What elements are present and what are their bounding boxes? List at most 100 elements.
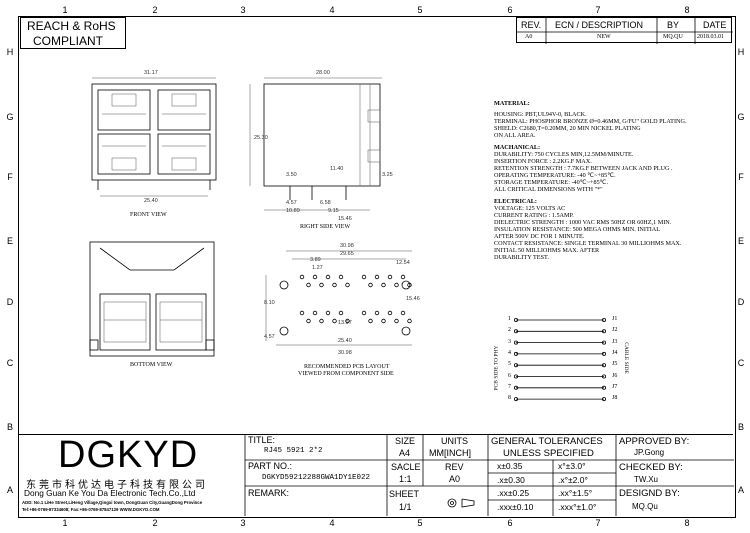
desc-value: NEW (597, 34, 611, 40)
mechanical-line: DURABILITY: 750 CYCLES MIN,12.5MM/MINUTE… (494, 151, 634, 158)
mechanical-line: INSERTION FORCE : 2.2KG.F MAX. (494, 158, 592, 165)
pcb-i-dim: 8.10 (264, 300, 275, 306)
pin-terminal (514, 363, 519, 368)
pcb-hole (338, 274, 344, 280)
side-h-dim: 3.25 (382, 172, 393, 178)
zone-row-label: D (737, 297, 745, 307)
pcb-hole (332, 318, 337, 324)
pin-terminal (602, 374, 607, 379)
tolerance-value: .xx±0.25 (497, 488, 530, 498)
side-b-dim: 4.57 (286, 200, 297, 206)
pcb-h-dim: 4.57 (264, 334, 275, 340)
compliance-line2: COMPLIANT (33, 34, 104, 48)
pin-terminal (514, 374, 519, 379)
pcb-hole (325, 310, 331, 316)
zone-row-label: A (737, 485, 744, 495)
zone-row-label: A (6, 485, 13, 495)
zone-column-label: 3 (240, 5, 246, 15)
pcb-hole (306, 318, 311, 324)
pin-label: J5 (612, 361, 618, 368)
pcb-hole (381, 282, 386, 288)
zone-column-label: 2 (152, 518, 158, 528)
pcb-hole (306, 282, 311, 288)
zone-row-label: C (737, 358, 745, 368)
zone-row-label: B (6, 422, 13, 432)
zone-column-label: 6 (507, 518, 513, 528)
by-value: MQ.QU (663, 34, 683, 40)
pcb-hole (387, 310, 393, 316)
pcb-hole (387, 274, 393, 280)
material-title: MATERIAL: (494, 100, 530, 107)
zone-column-label: 6 (507, 5, 513, 15)
pin-terminal (602, 397, 607, 402)
tolerance-value: .x°±2.0° (558, 474, 588, 485)
pin-number: 8 (508, 395, 511, 402)
pin-terminal (514, 397, 519, 402)
pcb-caption-line2: VIEWED FROM COMPONENT SIDE (298, 371, 394, 377)
zone-row-label: E (6, 236, 13, 246)
side-g-dim: 3.50 (286, 172, 297, 178)
pcb-hole (338, 310, 344, 316)
pin-number: 4 (508, 349, 511, 356)
date-header: DATE (703, 20, 727, 30)
part-label: PART NO.: (248, 461, 293, 471)
title-value: RJ45 5921 2*2 (264, 447, 323, 455)
side-a-dim: 11.40 (330, 166, 344, 172)
rev-label: REV (445, 462, 464, 472)
zone-column-label: 7 (595, 5, 601, 15)
title-label: TITLE: (248, 435, 276, 445)
pcb-hole (312, 310, 318, 316)
tolerance-value: x±0.35 (497, 461, 523, 471)
pcb-b-dim: 29.65 (340, 251, 354, 257)
tolerance-value: .xxx°±1.0° (558, 501, 597, 512)
pcb-hole (332, 282, 337, 288)
revision-table: REV. ECN / DESCRIPTION BY DATE A0 NEW MQ… (516, 17, 733, 44)
material-line: SHIELD: C2680,T=0.20MM, 20 MIN NICKEL PL… (494, 125, 641, 132)
mechanical-line: OPERATING TEMPERATURE: -40 ℃~+85℃. (494, 172, 616, 179)
zone-column-label: 4 (329, 518, 335, 528)
zone-column-label: 1 (62, 5, 68, 15)
mechanical-line: RETENTION STRENGTH : 7.7KG.F BETWEEN JAC… (494, 165, 673, 172)
scale-value: 1:1 (399, 474, 412, 484)
pcb-caption-line1: RECOMMENDED PCB LAYOUT (304, 364, 390, 370)
pcb-hole (368, 282, 373, 288)
pin-terminal (514, 351, 519, 356)
checked-label: CHECKED BY: (619, 462, 683, 473)
pcb-hole (394, 318, 399, 324)
material-line: HOUSING: PBT,UL94V-0, BLACK. (494, 111, 587, 118)
zone-column-label: 3 (240, 518, 246, 528)
pin-label: J6 (612, 372, 618, 379)
pin-number: 1 (508, 316, 511, 322)
sheet-label: SHEET (389, 489, 420, 499)
pin-label: J1 (612, 316, 618, 322)
pcb-hole (361, 310, 367, 316)
front-view-caption: FRONT VIEW (130, 212, 167, 218)
pcb-hole (394, 282, 399, 288)
pcb-hole (345, 318, 350, 324)
pin-terminal (514, 340, 519, 345)
units-value: MM[INCH] (429, 448, 471, 458)
zone-row-label: E (737, 236, 744, 246)
electrical-line: DIELECTRIC STRENGTH : 1000 VAC RMS 50HZ … (494, 219, 672, 226)
pin-terminal (514, 318, 519, 323)
zone-column-label: 1 (62, 518, 68, 528)
zone-row-label: G (6, 112, 14, 122)
electrical-line: VOLTAGE: 125 VOLTS AC (494, 205, 566, 212)
electrical-line: INSULATION RESISTANCE: 500 MEGA OHMS MIN… (494, 226, 661, 233)
desc-header: ECN / DESCRIPTION (555, 20, 644, 30)
mechanical-line: ALL CRITICAL DIMENSIONS WITH "*" (494, 186, 603, 193)
pin-label: J3 (612, 338, 618, 345)
side-view-drawing (249, 77, 382, 211)
mechanical-line: STORAGE TEMPERATURE: -40℃~+85℃. (494, 179, 609, 186)
pcb-hole (312, 274, 318, 280)
tolerance-value: .x±0.30 (497, 474, 525, 485)
schematic-right-label: CABLE SIDE (622, 342, 629, 374)
side-e-dim: 9.15 (328, 208, 339, 214)
front-width-dim: 31.17 (144, 70, 158, 76)
electrical-line: INITIAL 50 MILLIOHMS MAX. AFTER (494, 247, 600, 254)
pin-terminal (514, 329, 519, 334)
zone-row-label: H (6, 47, 14, 57)
rev-value-tb: A0 (449, 474, 461, 484)
pcb-hole (368, 318, 373, 324)
zone-row-label: F (738, 172, 744, 182)
